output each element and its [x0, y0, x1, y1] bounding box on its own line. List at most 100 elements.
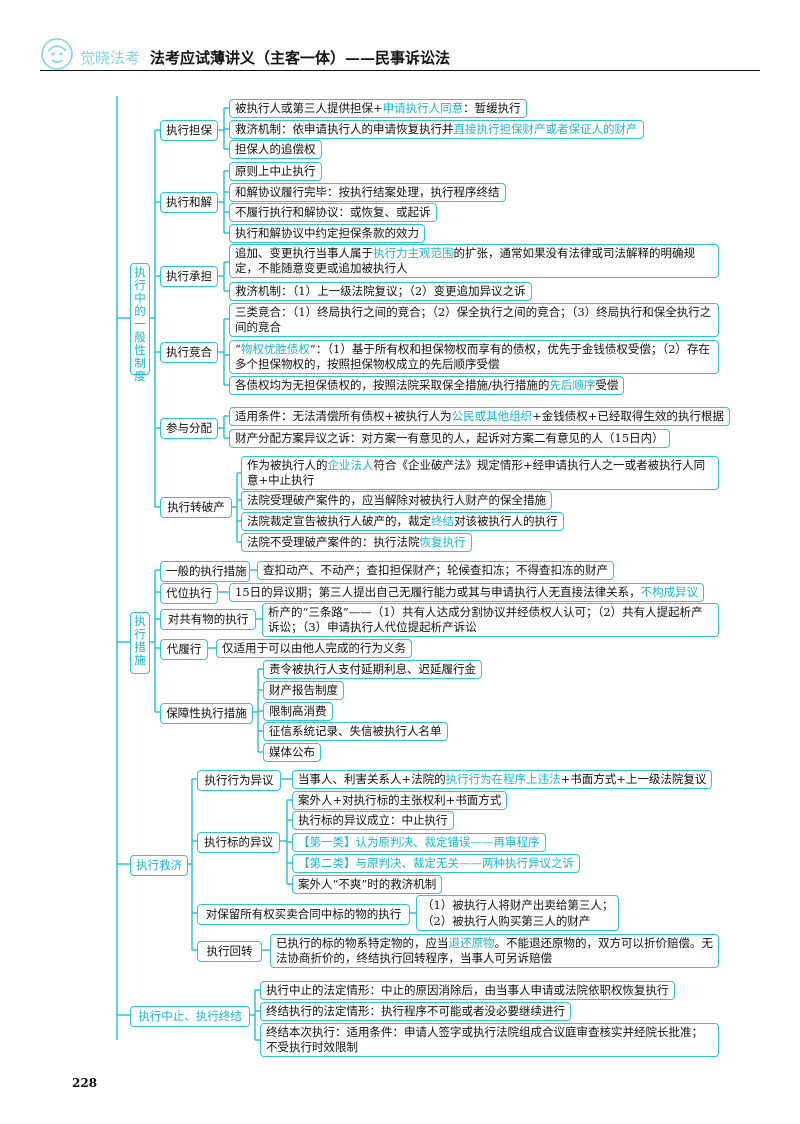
section-suspension-termination: 执行中止、执行终结 [130, 1006, 250, 1027]
leaf-bankruptcy-3: 法院裁定宣告被执行人破产的，裁定终结对该被执行人的执行 [241, 512, 564, 531]
text: 当事人、利害关系人+法院的 [298, 772, 446, 786]
leaf-settlement-3: 不履行执行和解协议：或恢复、或起诉 [229, 203, 437, 222]
text: 。不能退还原物的，双方可以折价赔偿。无法协商折价的，终结执行回转程序，当事人可另… [276, 936, 713, 965]
branch-retention-of-title: 对保留所有权买卖合同中标的物的执行 [197, 904, 410, 925]
leaf-concurrence-3: 各债权均为无担保债权的，按照法院采取保全措施/执行措施的先后顺序受偿 [229, 376, 625, 395]
text: 被执行人或第三人提供担保+ [235, 101, 383, 115]
leaf-guarantee-2: 救济机制：依申请执行人的申请恢复执行并直接执行担保财产或者保证人的财产 [229, 120, 644, 139]
highlight-text: 恢复执行 [419, 535, 466, 549]
text: 符合《企业破产法》规定情形+经申请执行人之一或者被执行人同意+中止执行 [247, 458, 706, 487]
leaf-safeguard-3: 限制高消费 [263, 702, 333, 721]
text: +金钱债权+已经取得生效的执行根据 [532, 409, 724, 423]
branch-subrogation-execution: 代位执行 [160, 583, 218, 604]
leaf-common-property: 析产的“三条路”——（1）共有人达成分割协议并经债权人认可；（2）共有人提起析产… [262, 603, 719, 637]
leaf-substitute-performance: 仅适用于可以由他人完成的行为义务 [216, 639, 412, 658]
leaf-guarantee-1: 被执行人或第三人提供担保+申请执行人同意：暂缓执行 [229, 99, 527, 118]
branch-substitute-performance: 代履行 [160, 639, 208, 660]
text: 已执行的标的物系特定物的，应当 [276, 936, 449, 950]
branch-common-property: 对共有物的执行 [160, 609, 256, 630]
highlight-text: 企业法人 [327, 458, 374, 472]
leaf-concurrence-2: “物权优胜债权”：（1）基于所有权和担保物权而享有的债权，优先于金钱债权受偿；（… [229, 340, 719, 374]
leaf-guarantee-3: 担保人的追偿权 [229, 140, 322, 159]
leaf-retention-of-title: （1）被执行人将财产出卖给第三人； （2）被执行人购买第三人的财产 [416, 895, 620, 931]
leaf-distribution-2: 财产分配方案异议之诉：对方案一有意见的人，起诉对方案二有意见的人（15日内） [229, 429, 670, 448]
highlight-text: 退还原物 [448, 936, 495, 950]
highlight-text: 执行力主观范围 [373, 246, 454, 260]
leaf-subject-objection-1: 案外人+对执行标的主张权利+书面方式 [292, 791, 508, 810]
brand-logo-icon [40, 37, 74, 71]
text: 受偿 [595, 378, 619, 392]
leaf-subject-objection-2: 执行标的异议成立：中止执行 [292, 811, 454, 830]
page-title: 法考应试薄讲义（主客一体）——民事诉讼法 [150, 49, 451, 67]
highlight-text: 执行行为在程序上违法 [445, 772, 561, 786]
section-label-text: 执行中的一般性制度 [134, 265, 146, 383]
text: ：暂缓执行 [463, 101, 521, 115]
page-number: 228 [72, 1076, 98, 1090]
branch-general-measures: 一般的执行措施 [160, 561, 250, 582]
leaf-subject-objection-5: 案外人“不爽”时的救济机制 [292, 875, 443, 894]
leaf-settlement-4: 执行和解协议中约定担保条款的效力 [229, 224, 425, 243]
highlight-text: 终结 [431, 514, 454, 528]
section-label-text: 执行措施 [134, 614, 146, 667]
text: 法院不受理破产案件的：执行法院 [247, 535, 420, 549]
branch-execution-concurrence: 执行竞合 [160, 342, 218, 363]
text: ”：（1）基于所有权和担保物权而享有的债权，优先于金钱债权受偿；（2）存在多个担… [235, 342, 710, 371]
branch-participation-distribution: 参与分配 [160, 418, 218, 439]
leaf-bankruptcy-1: 作为被执行人的企业法人符合《企业破产法》规定情形+经申请执行人之一或者被执行人同… [241, 456, 719, 490]
highlight-text: 申请执行人同意 [382, 101, 464, 115]
leaf-settlement-2: 和解协议履行完毕：按执行结案处理，执行程序终结 [229, 183, 506, 202]
leaf-subrogation: 15日的异议期；第三人提出自己无履行能力或其与申请执行人无直接法律关系，不构成异… [229, 583, 705, 602]
leaf-act-objection: 当事人、利害关系人+法院的执行行为在程序上违法+书面方式+上一级法院复议 [292, 770, 713, 789]
leaf-safeguard-4: 征信系统记录、失信被执行人名单 [263, 722, 448, 741]
leaf-subject-objection-3: 【第一类】认为原判决、裁定错误——再审程序 [292, 833, 546, 852]
branch-safeguard-measures: 保障性执行措施 [160, 703, 253, 724]
branch-execution-act-objection: 执行行为异议 [197, 770, 281, 791]
text: 适用条件：无法清偿所有债权+被执行人为 [235, 409, 452, 423]
leaf-general-measures: 查扣动产、不动产；查扣担保财产；轮候查扣冻；不得查扣冻的财产 [257, 561, 614, 580]
text: 作为被执行人的 [247, 458, 328, 472]
leaf-bankruptcy-2: 法院受理破产案件的，应当解除对被执行人财产的保全措施 [241, 491, 552, 510]
branch-execution-succession: 执行承担 [160, 266, 218, 287]
header-divider [40, 70, 760, 71]
leaf-safeguard-5: 媒体公布 [263, 743, 321, 762]
text: 救济机制：依申请执行人的申请恢复执行并 [235, 122, 454, 136]
text: “ [235, 342, 241, 356]
brand-name: 觉晓法考 [80, 49, 141, 67]
leaf-terminate-this-execution: 终结本次执行：适用条件：申请人签字或执行法院组成合议庭审查核实并经院长批准；不受… [260, 1023, 719, 1057]
highlight-text: 物权优胜债权 [240, 342, 310, 356]
section-execution-remedy: 执行救济 [130, 855, 188, 876]
text: 对该被执行人的执行 [454, 514, 558, 528]
highlight-text: 直接执行担保财产或者保证人的财产 [453, 122, 638, 136]
branch-execution-settlement: 执行和解 [160, 192, 218, 213]
section-execution-measures: 执行措施 [130, 612, 150, 674]
text: 各债权均为无担保债权的，按照法院采取保全措施/执行措施的 [235, 378, 550, 392]
leaf-suspension: 执行中止的法定情形：中止的原因消除后，由当事人申请或法院依职权恢复执行 [260, 981, 675, 1000]
text: （2）被执行人购买第三人的财产 [422, 914, 591, 928]
leaf-termination: 终结执行的法定情形：执行程序不可能或者没必要继续进行 [260, 1002, 571, 1021]
text: 的扩张，通常如果没有法律或司法解释的明确规定，不能随意变更或追加被执行人 [235, 246, 695, 275]
text: 追加、变更执行当事人属于 [235, 246, 373, 260]
text: +书面方式+上一级法院复议 [560, 772, 707, 786]
leaf-settlement-1: 原则上中止执行 [229, 162, 322, 181]
branch-execution-guarantee: 执行担保 [160, 120, 218, 141]
text: 法院裁定宣告被执行人破产的，裁定 [247, 514, 431, 528]
branch-subject-matter-objection: 执行标的异议 [197, 832, 280, 853]
text: （1）被执行人将财产出卖给第三人； [422, 898, 614, 912]
leaf-bankruptcy-4: 法院不受理破产案件的：执行法院恢复执行 [241, 533, 472, 552]
highlight-text: 不构成异议 [640, 585, 699, 599]
leaf-distribution-1: 适用条件：无法清偿所有债权+被执行人为公民或其他组织+金钱债权+已经取得生效的执… [229, 407, 730, 426]
leaf-safeguard-1: 责令被执行人支付延期利息、迟延履行金 [263, 660, 482, 679]
leaf-subject-objection-4: 【第二类】与原判决、裁定无关——两种执行异议之诉 [292, 854, 580, 873]
section-general-execution: 执行中的一般性制度 [130, 263, 150, 383]
highlight-text: 公民或其他组织 [451, 409, 533, 423]
leaf-concurrence-1: 三类竞合：（1）终局执行之间的竞合；（2）保全执行之间的竞合；（3）终局执行和保… [229, 303, 719, 337]
highlight-text: 先后顺序 [549, 378, 596, 392]
leaf-succession-1: 追加、变更执行当事人属于执行力主观范围的扩张，通常如果没有法律或司法解释的明确规… [229, 244, 719, 278]
branch-execution-reversal: 执行回转 [197, 941, 262, 962]
leaf-safeguard-2: 财产报告制度 [263, 681, 344, 700]
text: 15日的异议期；第三人提出自己无履行能力或其与申请执行人无直接法律关系， [235, 585, 641, 599]
leaf-succession-2: 救济机制：（1）上一级法院复议；（2）变更追加异议之诉 [229, 282, 532, 301]
leaf-execution-reversal: 已执行的标的物系特定物的，应当退还原物。不能退还原物的，双方可以折价赔偿。无法协… [270, 934, 719, 968]
branch-execution-to-bankruptcy: 执行转破产 [160, 497, 232, 518]
